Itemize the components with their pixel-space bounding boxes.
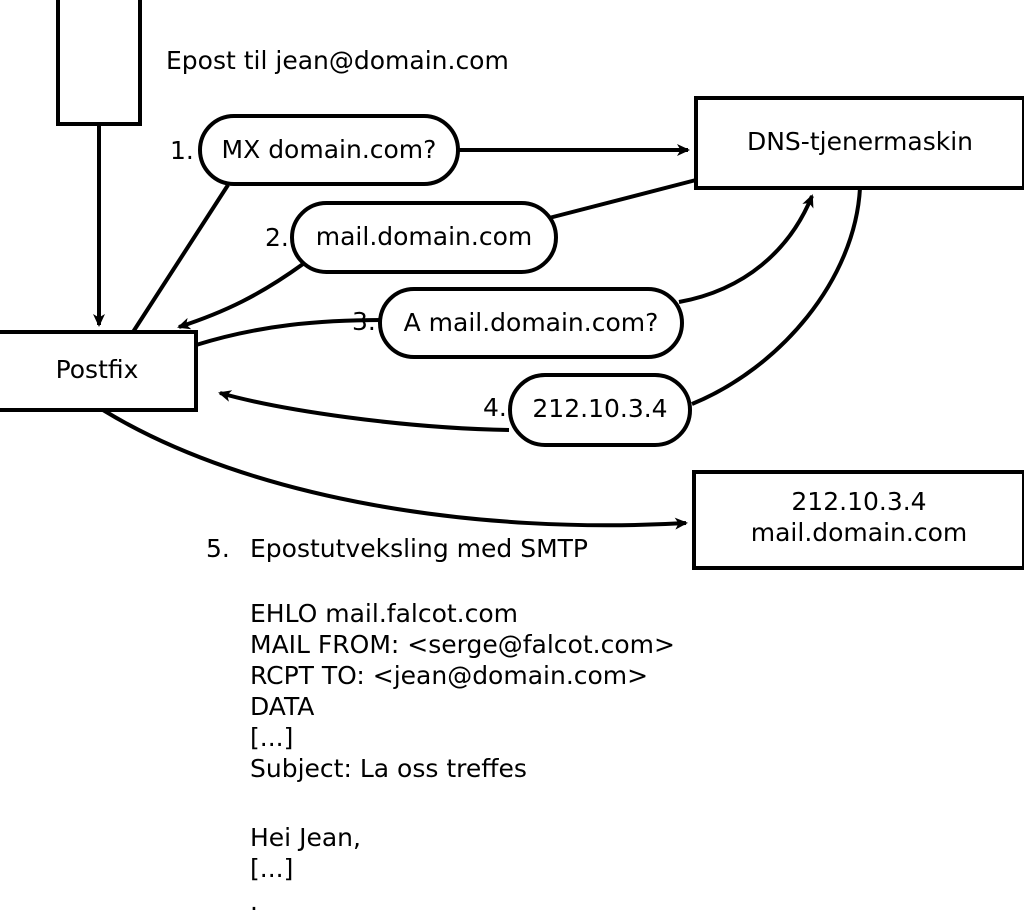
- connector-dns-to-step2: [548, 178, 697, 220]
- smtp-line: Subject: La oss treffes: [250, 754, 527, 783]
- step-1-number: 1.: [170, 136, 194, 165]
- diagram-caption: Epost til jean@domain.com: [166, 46, 509, 75]
- step-4-number: 4.: [483, 393, 507, 422]
- smtp-line: [...]: [250, 854, 293, 883]
- step-4-label: 212.10.3.4: [532, 394, 667, 423]
- step-2-pill[interactable]: [290, 201, 558, 274]
- step-1-label: MX domain.com?: [222, 135, 437, 164]
- node-postfix-box[interactable]: [0, 330, 198, 412]
- connector-dns-to-step4: [691, 187, 862, 406]
- connector-postfix-to-step3: [195, 318, 384, 347]
- node-client-box[interactable]: [56, 0, 142, 126]
- smtp-line: [...]: [250, 723, 293, 752]
- step-3-label: A mail.domain.com?: [404, 308, 659, 337]
- node-postfix-label: Postfix: [56, 355, 139, 384]
- smtp-line: DATA: [250, 692, 314, 721]
- node-mail-server-box[interactable]: [692, 470, 1024, 570]
- connector-step3-to-dns: [678, 194, 814, 304]
- node-mail-server-hostname: mail.domain.com: [751, 518, 967, 547]
- node-mail-server-ip: 212.10.3.4: [791, 487, 926, 516]
- smtp-line: EHLO mail.falcot.com: [250, 599, 518, 628]
- step-4-pill[interactable]: [508, 373, 692, 447]
- step-1-pill[interactable]: [198, 114, 460, 186]
- step-5-number: 5.: [206, 534, 230, 563]
- step-2-label: mail.domain.com: [316, 222, 532, 251]
- smtp-line: MAIL FROM: <serge@falcot.com>: [250, 630, 675, 659]
- node-dns-server-box[interactable]: [694, 96, 1024, 190]
- smtp-line: Hei Jean,: [250, 823, 361, 852]
- step-3-pill[interactable]: [378, 287, 684, 359]
- smtp-line: RCPT TO: <jean@domain.com>: [250, 661, 648, 690]
- connector-step2-to-postfix: [177, 262, 305, 330]
- connector-postfix-to-mailserver: [101, 408, 688, 530]
- smtp-line: .: [250, 887, 258, 916]
- step-5-label: Epostutveksling med SMTP: [250, 534, 588, 563]
- connector-postfix-to-step1: [131, 183, 230, 334]
- node-dns-server-label: DNS-tjenermaskin: [747, 127, 973, 156]
- connector-step4-to-postfix: [218, 390, 510, 432]
- step-3-number: 3.: [352, 307, 376, 336]
- step-2-number: 2.: [265, 223, 289, 252]
- smtp-transcript: EHLO mail.falcot.com MAIL FROM: <serge@f…: [250, 599, 675, 916]
